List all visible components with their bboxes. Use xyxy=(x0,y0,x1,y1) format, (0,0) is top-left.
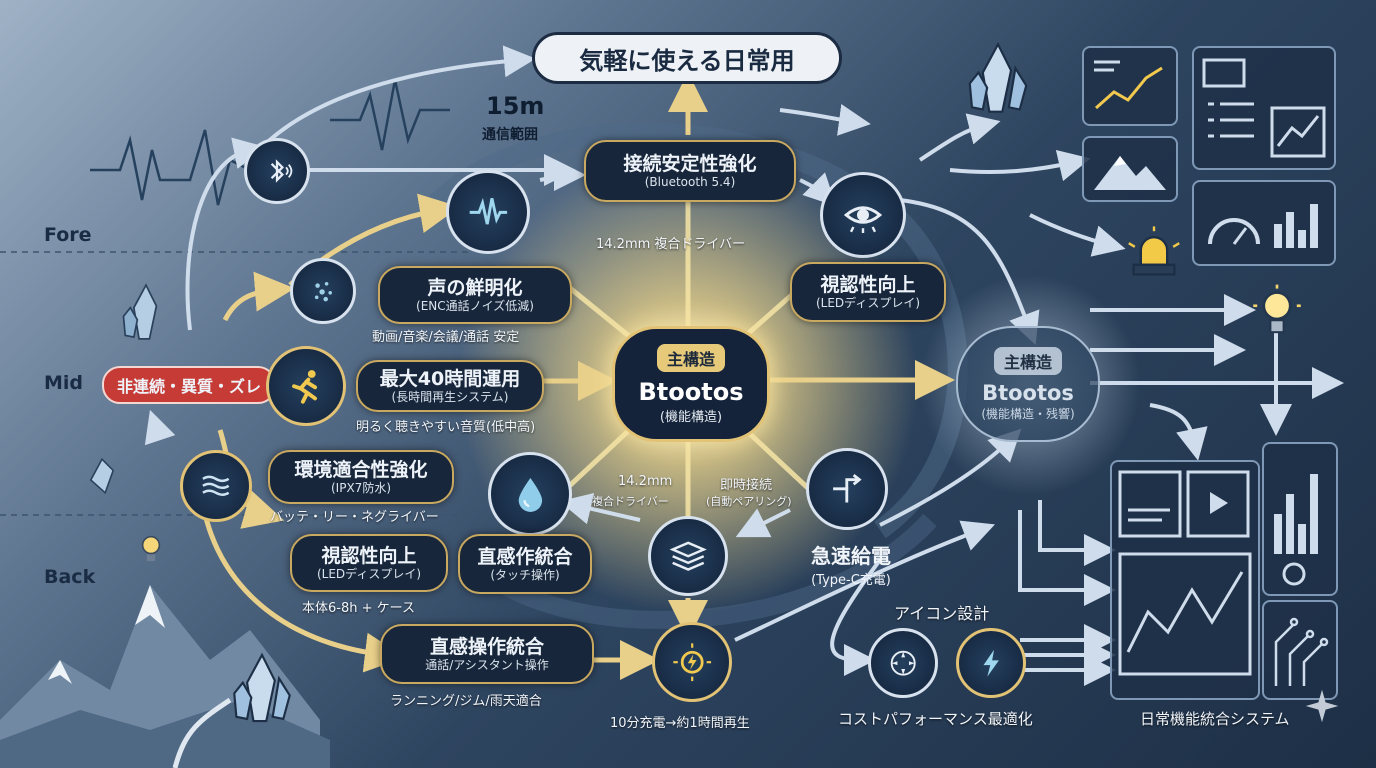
lightning-node xyxy=(652,622,732,702)
core-name: Btootos xyxy=(638,377,744,406)
crystal-bottom-icon xyxy=(233,652,291,723)
problem-pill: 非連続・異質・ズレ xyxy=(102,366,276,404)
problem-label: 非連続・異質・ズレ xyxy=(116,377,261,396)
label-driver-mid-1: 14.2mm xyxy=(618,474,673,489)
node-charge-sub: (Type-C充電) xyxy=(811,573,891,588)
node-battery-title: 最大40時間運用 xyxy=(379,367,521,390)
layers-icon xyxy=(669,541,707,571)
running-icon xyxy=(291,369,317,404)
label-case: 本体6-8h + ケース xyxy=(302,601,415,616)
particles-node xyxy=(290,258,356,324)
panel-dashboard-main xyxy=(1110,460,1260,700)
node-intuitive-bottom-title: 直感操作統合 xyxy=(429,635,544,658)
core-sub: (機能構造) xyxy=(659,409,723,425)
panel-bars xyxy=(1262,442,1338,596)
eye-node xyxy=(820,172,906,258)
label-icon-design: アイコン設計 xyxy=(894,604,990,623)
label-sound: 明るく聴きやすい音質(低中高) xyxy=(356,420,536,435)
label-driver-top: 14.2mm 複合ドライバー xyxy=(596,237,746,252)
layers-node xyxy=(648,516,728,596)
label-cost: コストパフォーマンス最適化 xyxy=(838,710,1033,728)
particles-icon xyxy=(314,282,332,302)
node-voice-sub: (ENC通話ノイズ低減) xyxy=(416,298,534,313)
top-title: 気軽に使える日常用 xyxy=(532,32,842,84)
wave-lines-icon xyxy=(202,475,230,497)
node-bluetooth-sub: (Bluetooth 5.4) xyxy=(644,174,736,189)
water-drop-icon xyxy=(518,477,542,512)
panel-gauge xyxy=(1192,180,1336,266)
compass-node xyxy=(868,628,938,698)
label-sports: ランニング/ジム/雨天適合 xyxy=(390,694,542,709)
lightbulb-icon xyxy=(1253,284,1301,334)
waveform-node xyxy=(446,170,530,254)
panel-list xyxy=(1192,46,1336,170)
label-use-cases: 動画/音楽/会議/通話 安定 xyxy=(372,330,520,345)
node-intuitive-bottom: 直感操作統合 通話/アシスタント操作 xyxy=(380,624,594,684)
running-node xyxy=(266,346,346,426)
node-visibility-right: 視認性向上 (LEDディスプレイ) xyxy=(790,262,946,322)
node-charge-title: 急速給電 xyxy=(811,544,891,568)
connector-node xyxy=(806,448,888,530)
layer-label-back: Back xyxy=(44,566,96,588)
node-intuitive-left-sub: (タッチ操作) xyxy=(490,567,560,582)
node-intuitive-left: 直感作統合 (タッチ操作) xyxy=(458,534,592,594)
core-structure-echo: 主構造 Btootos (機能構造・残響) xyxy=(956,326,1100,442)
lightning-icon xyxy=(673,643,711,681)
alarm-light-icon xyxy=(1128,226,1180,276)
crystal-left-icon xyxy=(122,283,158,340)
panel-image xyxy=(1082,136,1178,202)
node-intuitive-left-title: 直感作統合 xyxy=(477,545,573,568)
sparkle-icon xyxy=(1305,689,1339,723)
label-system: 日常機能統合システム xyxy=(1140,710,1290,728)
node-env: 環境適合性強化 (IPX7防水) xyxy=(268,450,454,504)
node-visibility-left-sub: (LEDディスプレイ) xyxy=(316,566,422,581)
eye-icon xyxy=(843,206,883,233)
connector-icon xyxy=(833,474,862,503)
label-pair-2: (自動ペアリング) xyxy=(706,495,792,508)
label-battery-driver: バッテ・リー・ネグライバー xyxy=(270,510,439,525)
panel-growth-chart xyxy=(1082,46,1178,126)
mountain-icon xyxy=(1094,156,1166,190)
node-visibility-left-title: 視認性向上 xyxy=(321,544,417,567)
crystal-icon xyxy=(968,41,1028,113)
compass-icon xyxy=(890,650,916,676)
bolt-icon xyxy=(983,649,999,677)
crystal-small-icon xyxy=(89,457,115,495)
node-battery-sub: (長時間再生システム) xyxy=(391,389,509,404)
wave-lines-node xyxy=(180,450,252,522)
range-label: 通信範囲 xyxy=(482,127,538,143)
core2-name: Btootos xyxy=(982,380,1074,405)
core2-sub: (機能構造・残響) xyxy=(981,406,1075,421)
core2-badge: 主構造 xyxy=(993,346,1062,375)
node-visibility-right-sub: (LEDディスプレイ) xyxy=(815,295,921,310)
node-battery: 最大40時間運用 (長時間再生システム) xyxy=(356,360,544,412)
bluetooth-node xyxy=(244,138,310,204)
water-drop-node xyxy=(488,452,572,536)
label-driver-mid-2: 複合ドライバー xyxy=(592,495,669,508)
layer-label-mid: Mid xyxy=(44,372,84,394)
core-badge: 主構造 xyxy=(656,343,725,372)
node-visibility-right-title: 視認性向上 xyxy=(820,273,916,296)
bolt-node xyxy=(956,628,1026,698)
node-env-title: 環境適合性強化 xyxy=(294,458,428,481)
node-voice-title: 声の鮮明化 xyxy=(427,276,523,299)
node-env-sub: (IPX7防水) xyxy=(331,480,391,495)
node-voice: 声の鮮明化 (ENC通話ノイズ低減) xyxy=(378,266,572,324)
node-visibility-left: 視認性向上 (LEDディスプレイ) xyxy=(290,534,448,592)
bluetooth-icon xyxy=(270,159,293,183)
node-bluetooth-title: 接続安定性強化 xyxy=(623,152,757,175)
panel-circuit xyxy=(1262,600,1338,700)
core-structure: 主構造 Btootos (機能構造) xyxy=(612,326,770,442)
lightbulb-left-icon xyxy=(141,535,161,562)
node-charge: 急速給電 (Type-C充電) xyxy=(792,540,910,590)
range-value: 15m xyxy=(486,92,545,120)
node-bluetooth: 接続安定性強化 (Bluetooth 5.4) xyxy=(584,140,796,202)
node-intuitive-bottom-sub: 通話/アシスタント操作 xyxy=(425,657,549,672)
layer-label-fore: Fore xyxy=(44,224,92,246)
waveform-icon xyxy=(469,197,507,225)
label-pair-1: 即時接続 xyxy=(720,478,773,493)
label-quick-charge: 10分充電→約1時間再生 xyxy=(610,716,750,731)
